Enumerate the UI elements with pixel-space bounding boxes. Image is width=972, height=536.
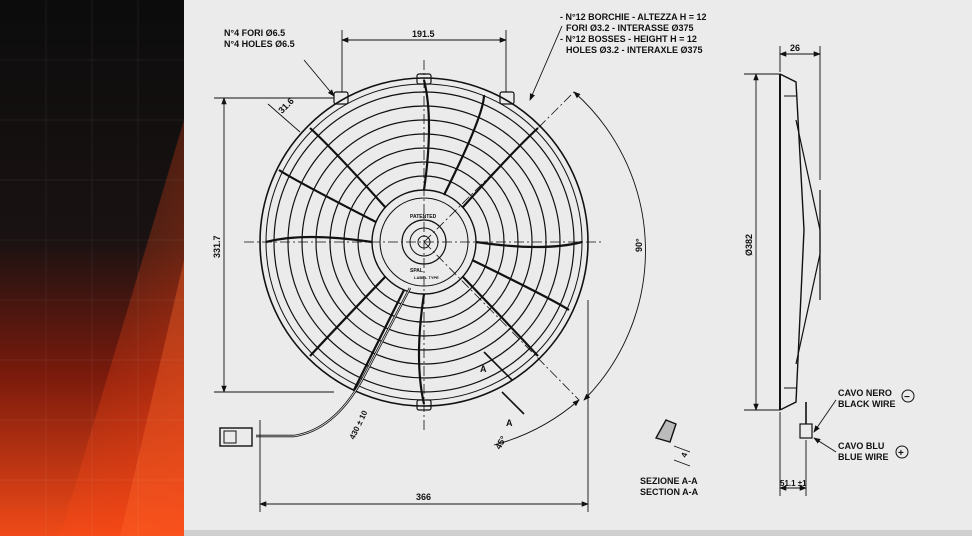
dim-angle-45-label: 45°: [493, 434, 509, 451]
plus-symbol: +: [898, 448, 904, 459]
black-wire-label-1: CAVO NERO: [838, 388, 892, 398]
bosses-note-line-2: FORI Ø3.2 - INTERASSE Ø375: [566, 23, 694, 33]
section-marker-upper: A: [480, 364, 487, 374]
section-marker-lower: A: [506, 418, 513, 428]
side-depth-label: 26: [790, 43, 800, 53]
minus-symbol: −: [904, 392, 910, 403]
section-note-line-1: SEZIONE A-A: [640, 476, 698, 486]
black-wire-label-2: BLACK WIRE: [838, 399, 896, 409]
hub-label-top: PATENTED: [410, 214, 437, 220]
plus-symbol-circle: [895, 445, 909, 459]
dim-top-label: 191.5: [412, 29, 435, 39]
blue-wire-label-1: CAVO BLU: [838, 441, 884, 451]
bottom-bar: [184, 530, 972, 536]
side-view: [744, 46, 837, 496]
fan-technical-drawing: N°4 FORI Ø6.5 N°4 HOLES Ø6.5 - N°12 BORC…: [212, 12, 915, 512]
hub-label-1: SPAL: [410, 268, 423, 274]
holes-note-line-2: N°4 HOLES Ø6.5: [224, 39, 295, 49]
front-view: [219, 60, 604, 447]
dim-bottom-label: 366: [416, 492, 431, 502]
dim-hole-offset-label: 31.6: [276, 96, 295, 115]
minus-symbol-circle: [901, 389, 915, 403]
section-detail: [654, 419, 691, 467]
section-dim-label: 4: [679, 451, 689, 459]
dim-angle-90-label: 90°: [634, 238, 644, 252]
section-note-line-2: SECTION A-A: [640, 487, 699, 497]
decorative-side-panel: [0, 0, 184, 536]
blue-wire-label-2: BLUE WIRE: [838, 452, 889, 462]
technical-drawing-sheet: N°4 FORI Ø6.5 N°4 HOLES Ø6.5 - N°12 BORC…: [184, 0, 972, 536]
side-diameter-label: Ø382: [744, 234, 754, 256]
dim-cable-label: 430 ± 10: [348, 409, 370, 441]
bosses-note-line-1: - N°12 BORCHIE - ALTEZZA H = 12: [560, 12, 707, 22]
bosses-note-line-4: HOLES Ø3.2 - INTERAXLE Ø375: [566, 45, 703, 55]
dim-vertical-label: 331.7: [212, 235, 222, 258]
hub-label-2: LABEL TYPE: [414, 275, 439, 280]
holes-note-line-1: N°4 FORI Ø6.5: [224, 28, 285, 38]
bosses-note-line-3: - N°12 BOSSES - HEIGHT H = 12: [560, 34, 697, 44]
dimensions: [214, 25, 646, 512]
side-offset-label: 51.1 ±1: [780, 479, 807, 488]
